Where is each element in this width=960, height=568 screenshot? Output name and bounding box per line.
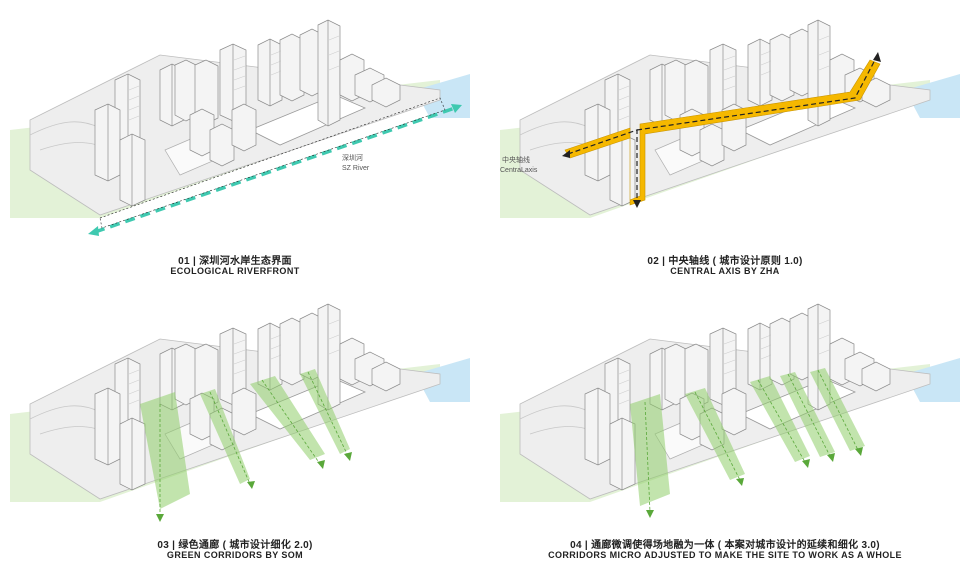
panel-corridors-adjusted: 04 | 通廊微调使得场地融为一体 ( 本案对城市设计的延续和细化 3.0) C… (490, 284, 960, 568)
arrow-head-left (88, 226, 99, 236)
axis-label-cn: 中央轴线 (502, 155, 530, 164)
panel-green-corridors: 03 | 绿色通廊 ( 城市设计细化 2.0) GREEN CORRIDORS … (0, 284, 470, 568)
panel-4-title-cn: 04 | 通廊微调使得场地融为一体 ( 本案对城市设计的延续和细化 3.0) (570, 540, 880, 551)
panel-ecological-riverfront: 深圳河 SZ River 01 | 深圳河水岸生态界面 ECOLOGICAL R… (0, 0, 470, 284)
river-label-en: SZ River (342, 165, 370, 172)
panel-1-title-en: ECOLOGICAL RIVERFRONT (170, 266, 300, 276)
axis-label-en: CentraLaxis (500, 167, 538, 174)
axis-arrow-left (562, 150, 570, 158)
central-axis-band (564, 59, 881, 206)
panel-2-title-cn: 02 | 中央轴线 ( 城市设计原则 1.0) (647, 256, 803, 267)
green-corridors (140, 369, 350, 509)
panel-2-title-en: CENTRAL AXIS BY ZHA (670, 266, 780, 276)
diagram-central-axis: 中央轴线 CentraLaxis (499, 19, 960, 219)
panel-4-title-en: CORRIDORS MICRO ADJUSTED TO MAKE THE SIT… (548, 550, 902, 560)
diagram-green-corridors (9, 303, 470, 522)
panel-3-title-cn: 03 | 绿色通廊 ( 城市设计细化 2.0) (157, 540, 313, 551)
diagram-corridors-adjusted (499, 303, 960, 518)
arrow-head-right (451, 104, 462, 113)
river-label-cn: 深圳河 (342, 153, 363, 162)
panel-1-title-cn: 01 | 深圳河水岸生态界面 (178, 256, 292, 267)
axis-arrow-down (633, 200, 641, 208)
axis-arrow-right (873, 52, 881, 62)
adjusted-corridors (630, 368, 865, 506)
panel-central-axis: 中央轴线 CentraLaxis 02 | 中央轴线 ( 城市设计原则 1.0)… (490, 0, 960, 284)
diagram-riverfront: 深圳河 SZ River (9, 19, 470, 236)
panel-3-title-en: GREEN CORRIDORS BY SOM (166, 550, 304, 560)
